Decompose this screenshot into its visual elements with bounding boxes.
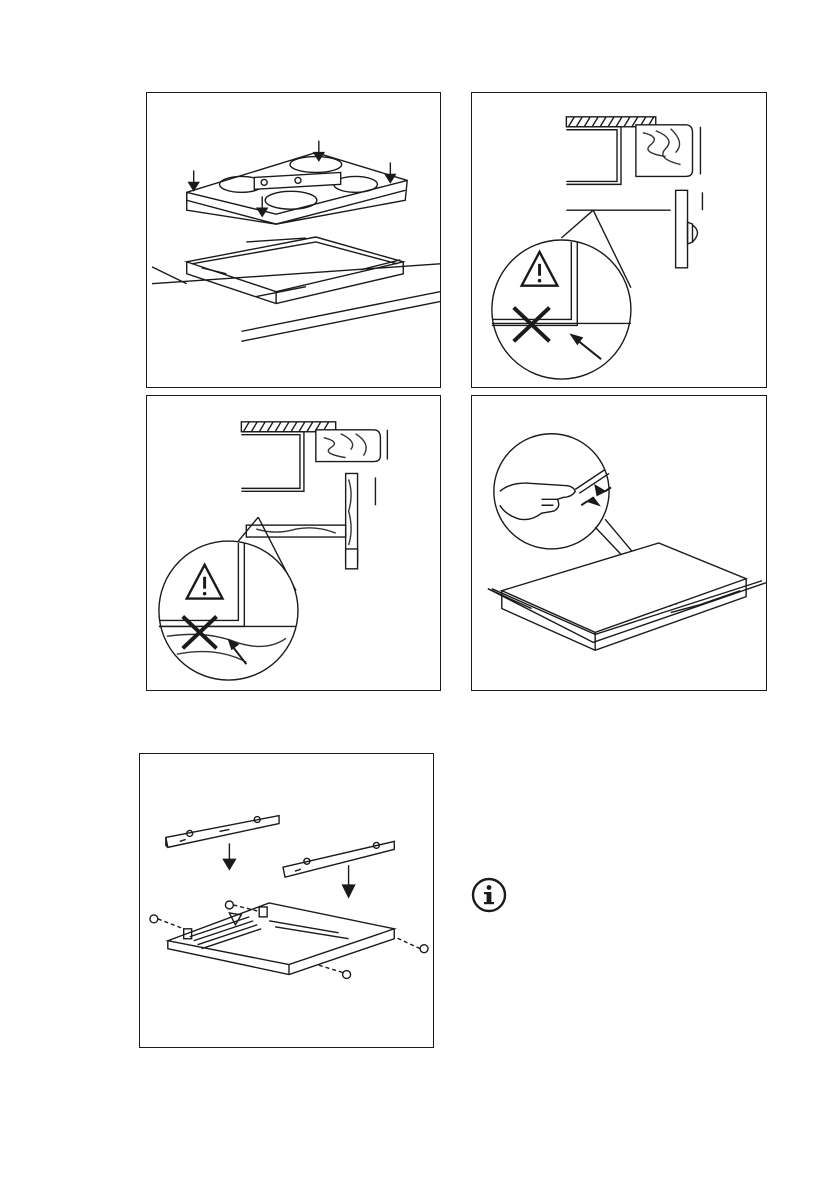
hob-cutout-illustration	[147, 93, 440, 387]
figure-sealing-strip	[471, 395, 767, 691]
figure-drawer-warning	[146, 395, 441, 691]
door-clearance-illustration	[472, 93, 766, 387]
sealing-strip-illustration	[472, 396, 766, 690]
figure-mounting-brackets	[139, 753, 434, 1048]
figure-door-clearance-warning	[471, 92, 767, 388]
drawer-warning-illustration	[147, 396, 440, 690]
mounting-brackets-illustration	[140, 754, 433, 1047]
figure-hob-cutout-installation	[146, 92, 441, 388]
info-icon	[471, 877, 507, 913]
